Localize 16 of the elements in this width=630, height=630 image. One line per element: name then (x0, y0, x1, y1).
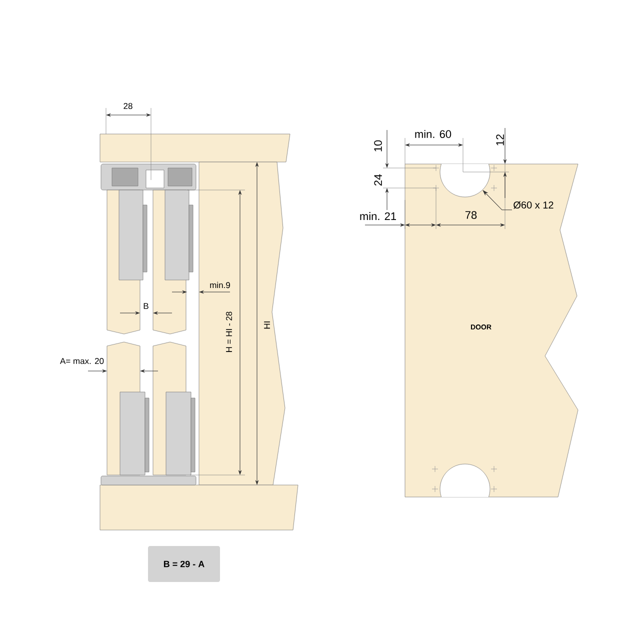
leader-line (482, 190, 512, 210)
dimension-label: 28 (124, 103, 132, 109)
formula-box: B = 29 - A (148, 546, 220, 582)
dimension-label: H = HI - 28 (226, 312, 232, 352)
hole (440, 164, 490, 198)
dimension-label: 12 (496, 134, 504, 146)
dimension-label: 10 (374, 140, 382, 152)
dimension-label: 24 (374, 174, 382, 186)
dimension-label: A= max. 20 (60, 358, 104, 364)
hole (440, 464, 490, 497)
dimension-label: B (144, 303, 148, 309)
dimension-label: 78 (465, 211, 477, 219)
dimension-label: min. 21 (360, 212, 396, 220)
dimension-label: HI (264, 322, 270, 329)
dimension-label: min.9 (210, 282, 230, 288)
dimension-label: min. 60 (415, 130, 452, 138)
